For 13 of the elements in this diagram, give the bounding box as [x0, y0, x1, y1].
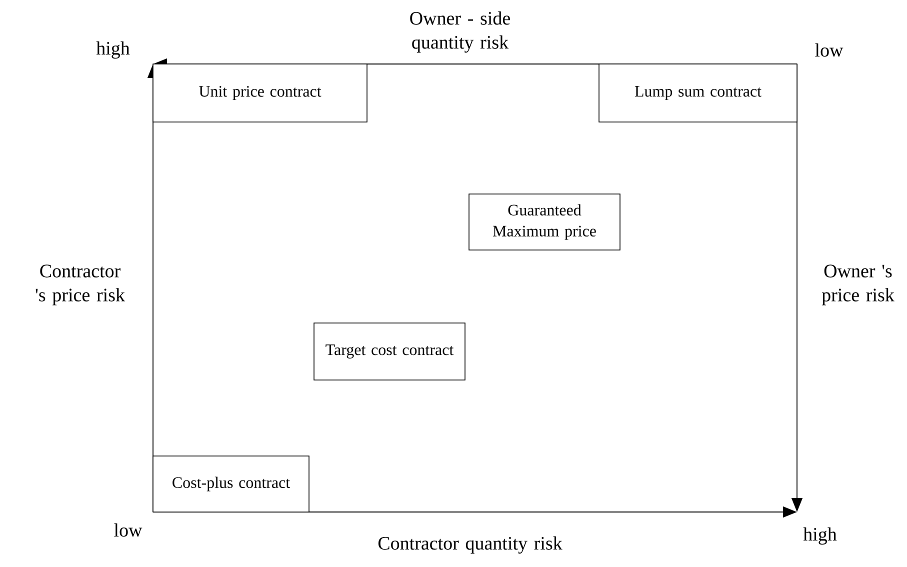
axis-label: Contractor 's price risk — [36, 264, 125, 306]
axis-label: Contractor quantity risk — [378, 536, 562, 554]
axis-label: Owner 's price risk — [822, 264, 894, 306]
contract-box: Unit price contract — [152, 64, 368, 122]
contract-box: Guaranteed Maximum price — [468, 194, 620, 250]
axis-label: low — [815, 43, 844, 57]
axis-label: low — [114, 523, 142, 537]
contract-box: Lump sum contract — [598, 64, 798, 122]
axis-label: high — [96, 41, 130, 59]
contract-box: Cost-plus contract — [152, 456, 310, 512]
axis-label: high — [803, 527, 837, 545]
axis-label: Owner - side quantity risk — [410, 11, 510, 53]
contract-box: Target cost contract — [314, 322, 466, 380]
